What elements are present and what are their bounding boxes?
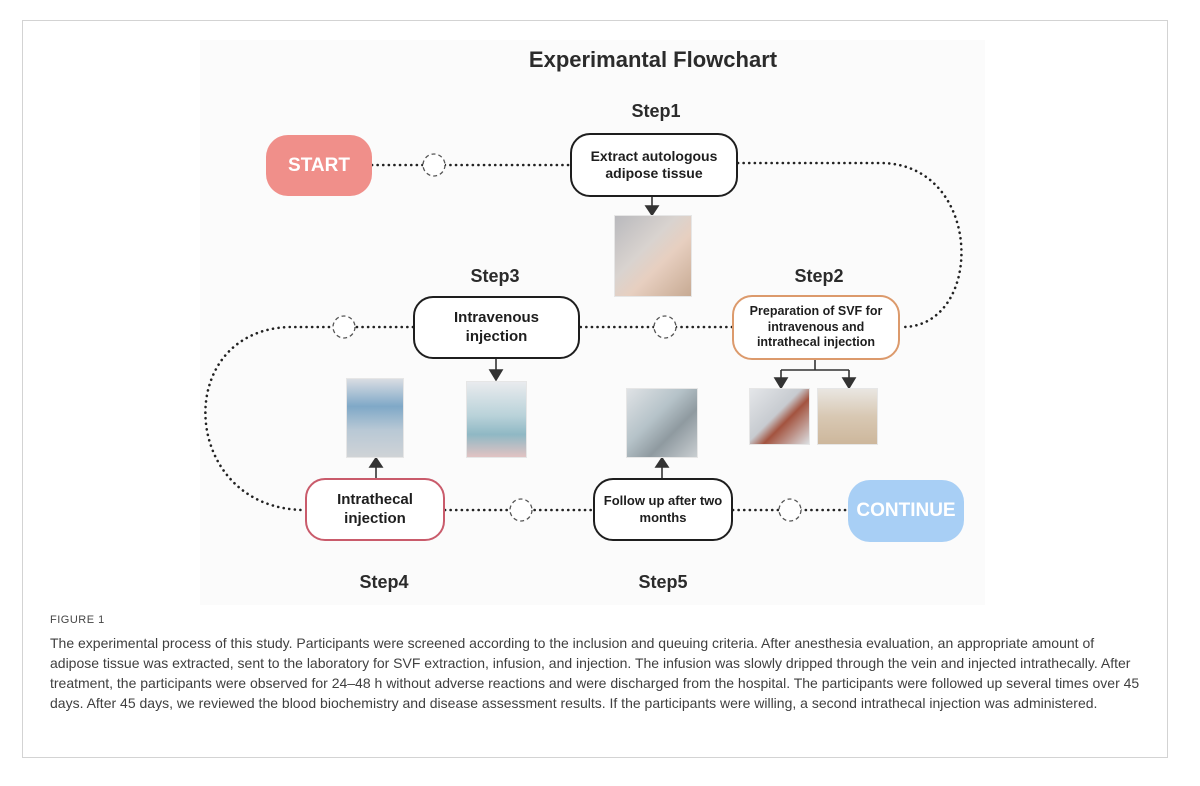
connector-node-circle — [778, 498, 802, 522]
arrow-head — [654, 456, 670, 468]
connector-step1-step2 — [736, 161, 963, 329]
connector-node-circle — [653, 315, 677, 339]
step4-label: Step4 — [359, 572, 409, 592]
start-pill: START — [266, 135, 372, 196]
node-follow-up: Follow up after two months — [593, 478, 733, 541]
svf-syringe-photo — [749, 388, 810, 445]
connector-node-circle — [422, 153, 446, 177]
follow-up-photo — [626, 388, 698, 458]
step3-label: Step3 — [470, 266, 520, 286]
intrathecal-injection-photo — [346, 378, 404, 458]
diagram-title: Experimantal Flowchart — [528, 47, 778, 72]
arrow-head — [644, 205, 660, 217]
intravenous-injection-photo — [466, 381, 527, 458]
arrow-head — [841, 377, 857, 390]
arrow-head — [773, 377, 789, 390]
step5-label: Step5 — [638, 572, 688, 592]
connector-step3-step4 — [204, 325, 415, 512]
step1-label: Step1 — [631, 101, 681, 121]
connector-node-circle — [332, 315, 356, 339]
svf-infusion-bag-photo — [817, 388, 878, 445]
figure-label: FIGURE 1 — [50, 614, 105, 626]
node-intrathecal-injection: Intrathecal injection — [305, 478, 445, 541]
arrow-head — [368, 456, 384, 468]
continue-pill: CONTINUE — [848, 480, 964, 542]
arrow-head — [488, 369, 504, 382]
connector-node-circle — [509, 498, 533, 522]
adipose-extraction-photo — [614, 215, 692, 297]
node-svf-preparation: Preparation of SVF for intravenous and i… — [732, 295, 900, 360]
node-extract-adipose: Extract autologous adipose tissue — [570, 133, 738, 197]
step2-label: Step2 — [794, 266, 844, 286]
figure-caption: The experimental process of this study. … — [50, 635, 1140, 711]
node-intravenous-injection: Intravenous injection — [413, 296, 580, 359]
